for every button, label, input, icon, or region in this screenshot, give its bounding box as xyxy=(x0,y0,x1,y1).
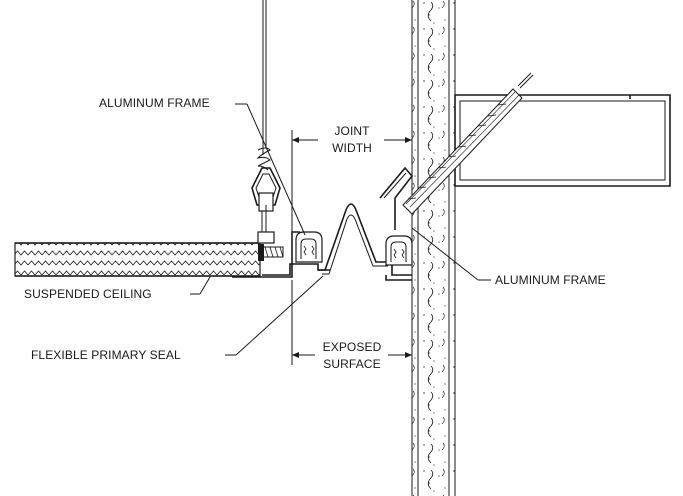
label-flexible-primary-seal: FLEXIBLE PRIMARY SEAL xyxy=(31,348,181,362)
anchor-screw xyxy=(402,72,534,215)
label-exposed-surface-line2: SURFACE xyxy=(323,357,381,371)
label-aluminum-frame-right: ALUMINUM FRAME xyxy=(495,273,606,287)
joint-width-dimension xyxy=(291,130,412,232)
concrete-wall xyxy=(411,0,456,496)
hanger-assembly xyxy=(251,0,281,244)
label-exposed-surface: EXPOSED SURFACE xyxy=(316,339,388,373)
flexible-primary-seal xyxy=(318,203,412,276)
suspended-ceiling-board xyxy=(14,242,261,277)
right-aluminum-frame xyxy=(385,235,413,281)
label-joint-width-line2: WIDTH xyxy=(332,141,372,155)
ceiling-screw xyxy=(258,244,284,261)
label-exposed-surface-line1: EXPOSED xyxy=(322,340,382,354)
left-aluminum-frame xyxy=(232,231,330,278)
label-suspended-ceiling: SUSPENDED CEILING xyxy=(24,287,152,301)
label-joint-width: JOINT WIDTH xyxy=(322,123,382,157)
steel-channel xyxy=(454,94,671,187)
label-joint-width-line1: JOINT xyxy=(334,124,370,138)
label-aluminum-frame-top: ALUMINUM FRAME xyxy=(99,96,210,110)
wall-bracket xyxy=(379,166,414,230)
leader-lines xyxy=(190,103,491,356)
exposed-surface-dimension xyxy=(291,280,412,365)
